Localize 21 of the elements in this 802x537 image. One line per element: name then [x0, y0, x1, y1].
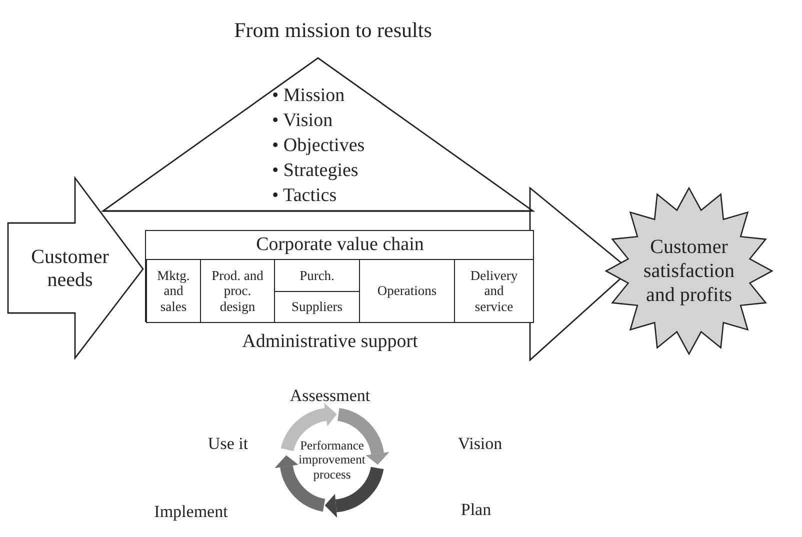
center-label: Performance improvement process — [298, 438, 366, 482]
bullet-item: • Tactics — [272, 184, 337, 208]
table-cell: Operations — [359, 259, 455, 323]
table-cell: Delivery and service — [454, 259, 534, 323]
step-label: Use it — [208, 434, 248, 454]
table-cell: Mktg. and sales — [146, 259, 201, 323]
bullet-item: • Vision — [272, 109, 333, 133]
diagram-title: From mission to results — [234, 18, 432, 42]
step-label: Assessment — [290, 386, 370, 406]
step-label: Implement — [154, 502, 228, 522]
arrow-label: Administrative support — [242, 331, 418, 353]
bullet-item: • Mission — [272, 84, 345, 108]
table-cell: Prod. and proc. design — [200, 259, 275, 323]
arrow-label: Customer needs — [30, 246, 110, 292]
value-chain-table — [145, 230, 534, 322]
bullet-item: • Strategies — [272, 159, 358, 183]
step-label: Plan — [460, 500, 492, 520]
step-label: Vision — [458, 434, 502, 454]
table-header: Corporate value chain — [256, 234, 424, 256]
starburst-label: Customer satisfaction and profits — [642, 235, 736, 307]
bullet-item: • Objectives — [272, 134, 365, 158]
